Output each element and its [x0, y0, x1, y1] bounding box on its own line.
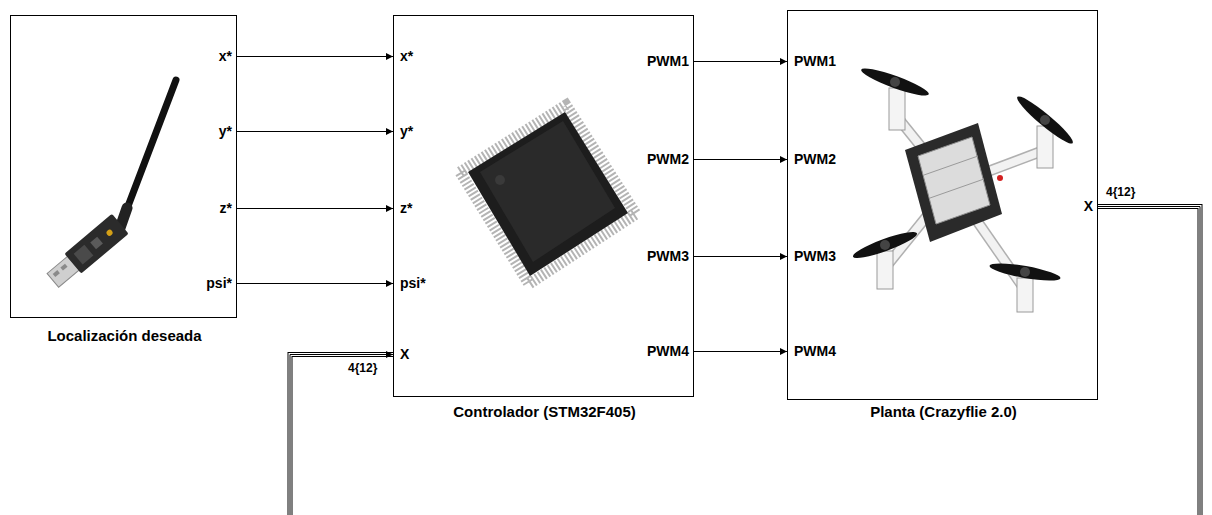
port-label: X	[1084, 198, 1093, 214]
quadcopter-illustration	[930, 179, 984, 198]
quadcopter-illustration	[1040, 115, 1050, 125]
connector-line	[694, 256, 787, 257]
usb-radio-dongle	[64, 214, 128, 274]
quadcopter-illustration	[989, 260, 1062, 284]
signal-connector	[694, 159, 787, 160]
connector-line	[237, 283, 393, 284]
port-label: y*	[400, 123, 413, 139]
connector-line	[694, 351, 787, 352]
signal-connector	[694, 256, 787, 257]
port-label: PWM4	[647, 343, 689, 359]
port-label: PWM1	[794, 53, 836, 69]
block-caption: Planta (Crazyflie 2.0)	[870, 403, 1017, 420]
quadcopter-illustration	[877, 251, 893, 289]
port-label: x*	[400, 48, 413, 64]
signal-connector	[694, 351, 787, 352]
usb-radio-dongle	[105, 229, 113, 237]
quadcopter-illustration	[851, 64, 1076, 312]
connector-line	[290, 207, 1200, 515]
usb-radio-dongle	[45, 214, 129, 290]
quadcopter-illustration	[952, 185, 1025, 290]
connector-line	[694, 159, 787, 160]
usb-radio-dongle	[90, 237, 103, 250]
usb-radio-dongle	[47, 256, 79, 287]
connector-line	[237, 131, 393, 132]
port-label: x*	[219, 48, 232, 64]
quadcopter-illustration	[898, 118, 952, 185]
port-label: z*	[220, 200, 232, 216]
bus-connector	[290, 207, 1200, 515]
quadcopter-illustration	[1020, 267, 1030, 277]
quadcopter-illustration	[1014, 92, 1077, 147]
plant-block: PWM1PWM2PWM3PWM4XPlanta (Crazyflie 2.0)	[787, 10, 1098, 400]
quadcopter-illustration	[885, 185, 952, 268]
port-label: y*	[219, 123, 232, 139]
quadcopter-illustration	[1037, 126, 1053, 168]
quadcopter-illustration	[880, 240, 890, 250]
quadcopter-illustration	[952, 185, 1025, 290]
bus-width-label: 4{12}	[347, 362, 378, 375]
port-label: psi*	[400, 275, 426, 291]
port-label: PWM2	[647, 151, 689, 167]
quadcopter-illustration	[889, 88, 905, 130]
quadcopter-illustration	[952, 150, 1045, 185]
usb-radio-dongle	[120, 208, 127, 228]
microcontroller-chip	[468, 112, 628, 276]
connector-line	[237, 208, 393, 209]
usb-radio-dongle	[45, 80, 176, 290]
quadcopter-illustration	[952, 150, 1045, 185]
block-caption: Localización deseada	[47, 327, 201, 344]
signal-connector	[694, 61, 787, 62]
connector-line	[237, 56, 393, 57]
connector-line	[290, 207, 1200, 515]
port-label: PWM3	[647, 248, 689, 264]
usb-radio-dongle	[53, 270, 60, 277]
port-label: psi*	[206, 275, 232, 291]
port-label: X	[400, 346, 409, 362]
port-label: PWM1	[647, 53, 689, 69]
quadcopter-illustration	[905, 123, 1002, 242]
quadcopter-illustration	[997, 175, 1003, 181]
microcontroller-chip	[460, 105, 636, 284]
port-label: PWM4	[794, 343, 836, 359]
port-label: z*	[400, 200, 412, 216]
usb-radio-dongle	[74, 245, 94, 265]
connector-line	[290, 207, 1200, 515]
signal-connector	[237, 56, 393, 57]
signal-connector	[237, 131, 393, 132]
bus-width-label: 4{12}	[1105, 186, 1136, 199]
block-caption: Controlador (STM32F405)	[453, 403, 636, 420]
controller-block: x*y*z*psi*XPWM1PWM2PWM3PWM4Controlador (…	[393, 15, 694, 397]
microcontroller-chip	[495, 175, 505, 185]
connector-line	[694, 61, 787, 62]
quadcopter-illustration	[859, 64, 931, 100]
port-label: PWM2	[794, 151, 836, 167]
quadcopter-illustration	[885, 185, 952, 268]
quadcopter-illustration	[890, 77, 900, 87]
signal-connector	[237, 208, 393, 209]
microcontroller-chip	[460, 105, 636, 284]
quadcopter-illustration	[918, 137, 990, 224]
quadcopter-illustration	[898, 118, 952, 185]
quadcopter-illustration	[851, 228, 919, 263]
port-label: PWM3	[794, 248, 836, 264]
usb-radio-dongle	[122, 80, 176, 222]
signal-connector	[237, 283, 393, 284]
usb-radio-dongle	[60, 264, 67, 271]
quadcopter-illustration	[1017, 278, 1033, 312]
quadcopter-illustration	[924, 156, 978, 175]
reference-block: x*y*z*psi*Localización deseada	[10, 15, 237, 318]
microcontroller-chip	[480, 121, 615, 262]
